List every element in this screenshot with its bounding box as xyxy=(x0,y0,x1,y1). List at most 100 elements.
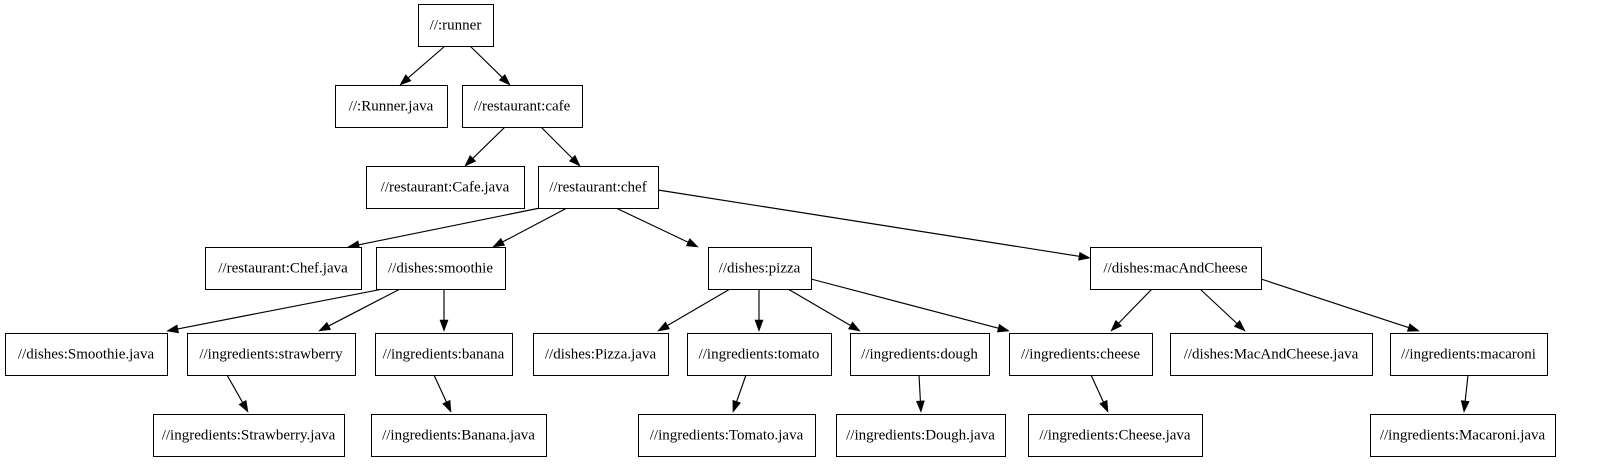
edge-line xyxy=(472,126,506,159)
node-label: //ingredients:tomato xyxy=(699,346,820,362)
node-box[interactable] xyxy=(462,85,583,128)
node-box[interactable] xyxy=(533,333,669,376)
node-box[interactable] xyxy=(376,247,506,290)
node-box[interactable] xyxy=(366,166,525,209)
node-label: //ingredients:cheese xyxy=(1021,346,1140,362)
node-label: //ingredients:Dough.java xyxy=(846,427,995,443)
graph-node-strawberry_java[interactable]: //ingredients:Strawberry.java xyxy=(153,414,345,457)
node-box[interactable] xyxy=(836,414,1006,457)
edge-line xyxy=(177,288,384,330)
node-box[interactable] xyxy=(1090,247,1262,290)
graph-node-cafe_java[interactable]: //restaurant:Cafe.java xyxy=(366,166,525,209)
graph-edge xyxy=(915,374,925,413)
graph-node-pizza_java[interactable]: //dishes:Pizza.java xyxy=(533,333,669,376)
edge-line xyxy=(502,207,568,243)
node-box[interactable] xyxy=(371,414,547,457)
node-label: //ingredients:Cheese.java xyxy=(1039,427,1191,443)
graph-node-runner[interactable]: //:runner xyxy=(418,4,494,47)
edge-arrowhead-icon xyxy=(848,321,861,332)
node-box[interactable] xyxy=(335,85,448,128)
edge-line xyxy=(358,207,541,246)
graph-node-ing_dough[interactable]: //ingredients:dough xyxy=(850,333,990,376)
graph-edge xyxy=(1110,288,1153,332)
graph-edge xyxy=(347,207,541,250)
node-label: //ingredients:Banana.java xyxy=(382,427,535,443)
node-box[interactable] xyxy=(708,247,812,290)
node-box[interactable] xyxy=(1390,333,1548,376)
node-box[interactable] xyxy=(638,414,816,457)
edge-line xyxy=(787,288,851,326)
graph-node-restaurant_cafe[interactable]: //restaurant:cafe xyxy=(462,85,583,128)
graph-node-banana_java[interactable]: //ingredients:Banana.java xyxy=(371,414,547,457)
graph-edge xyxy=(469,45,511,86)
edge-arrowhead-icon xyxy=(464,154,477,167)
edge-arrowhead-icon xyxy=(1406,323,1420,332)
graph-node-ing_macaroni[interactable]: //ingredients:macaroni xyxy=(1390,333,1548,376)
node-label: //restaurant:chef xyxy=(549,179,646,195)
node-label: //restaurant:Chef.java xyxy=(218,260,348,276)
graph-node-dishes_macandch[interactable]: //dishes:macAndCheese xyxy=(1090,247,1262,290)
node-box[interactable] xyxy=(687,333,832,376)
edge-line xyxy=(540,126,573,159)
graph-node-chef_java[interactable]: //restaurant:Chef.java xyxy=(205,247,362,290)
graph-node-macandcheese_java[interactable]: //dishes:MacAndCheese.java xyxy=(1170,333,1373,376)
graph-node-dishes_pizza[interactable]: //dishes:pizza xyxy=(708,247,812,290)
edge-arrowhead-icon xyxy=(442,399,452,413)
edge-line xyxy=(657,189,1080,257)
graph-edge xyxy=(1090,374,1109,413)
graph-node-ing_cheese[interactable]: //ingredients:cheese xyxy=(1009,333,1153,376)
graph-node-tomato_java[interactable]: //ingredients:Tomato.java xyxy=(638,414,816,457)
node-box[interactable] xyxy=(187,333,356,376)
node-label: //dishes:macAndCheese xyxy=(1103,260,1247,276)
graph-edge xyxy=(439,289,449,332)
graph-node-dishes_smoothie[interactable]: //dishes:smoothie xyxy=(376,247,506,290)
graph-node-restaurant_chef[interactable]: //restaurant:chef xyxy=(538,166,659,209)
edge-arrowhead-icon xyxy=(166,324,179,334)
node-box[interactable] xyxy=(375,333,513,376)
node-box[interactable] xyxy=(850,333,990,376)
edge-arrowhead-icon xyxy=(1099,399,1109,413)
node-label: //ingredients:banana xyxy=(383,346,505,362)
edge-line xyxy=(1199,288,1238,324)
edge-arrowhead-icon xyxy=(1110,319,1123,332)
graph-edge xyxy=(732,374,747,413)
edge-line xyxy=(736,374,747,402)
node-box[interactable] xyxy=(1370,414,1556,457)
node-label: //dishes:MacAndCheese.java xyxy=(1184,346,1359,362)
edge-line xyxy=(469,45,503,78)
node-label: //restaurant:Cafe.java xyxy=(381,179,510,195)
graph-node-dough_java[interactable]: //ingredients:Dough.java xyxy=(836,414,1006,457)
node-box[interactable] xyxy=(418,4,494,47)
node-box[interactable] xyxy=(538,166,659,209)
node-label: //ingredients:Strawberry.java xyxy=(162,427,336,443)
node-box[interactable] xyxy=(1009,333,1153,376)
edge-arrowhead-icon xyxy=(915,400,925,413)
edge-arrowhead-icon xyxy=(568,154,581,167)
graph-edge xyxy=(787,288,861,332)
graph-edge xyxy=(615,207,699,248)
nodes-layer: //:runner //:Runner.java //restaurant:cafe… xyxy=(5,4,1556,457)
graph-node-macaroni_java[interactable]: //ingredients:Macaroni.java xyxy=(1370,414,1556,457)
edge-arrowhead-icon xyxy=(732,399,741,413)
node-box[interactable] xyxy=(1028,414,1203,457)
graph-node-ing_tomato[interactable]: //ingredients:tomato xyxy=(687,333,832,376)
node-label: //restaurant:cafe xyxy=(474,98,571,114)
edge-line xyxy=(433,374,447,403)
edge-line xyxy=(328,288,401,327)
graph-edge xyxy=(433,374,452,413)
graph-node-runner_java[interactable]: //:Runner.java xyxy=(335,85,448,128)
graph-node-smoothie_java[interactable]: //dishes:Smoothie.java xyxy=(5,333,168,376)
node-box[interactable] xyxy=(1170,333,1373,376)
graph-node-ing_banana[interactable]: //ingredients:banana xyxy=(375,333,513,376)
graph-edge xyxy=(492,207,568,248)
node-box[interactable] xyxy=(153,414,345,457)
node-box[interactable] xyxy=(5,333,168,376)
graph-node-ing_strawberry[interactable]: //ingredients:strawberry xyxy=(187,333,356,376)
node-label: //ingredients:dough xyxy=(861,346,978,362)
node-label: //:runner xyxy=(430,17,482,33)
edge-arrowhead-icon xyxy=(754,319,764,332)
graph-node-cheese_java[interactable]: //ingredients:Cheese.java xyxy=(1028,414,1203,457)
edge-line xyxy=(615,207,689,243)
node-box[interactable] xyxy=(205,247,362,290)
